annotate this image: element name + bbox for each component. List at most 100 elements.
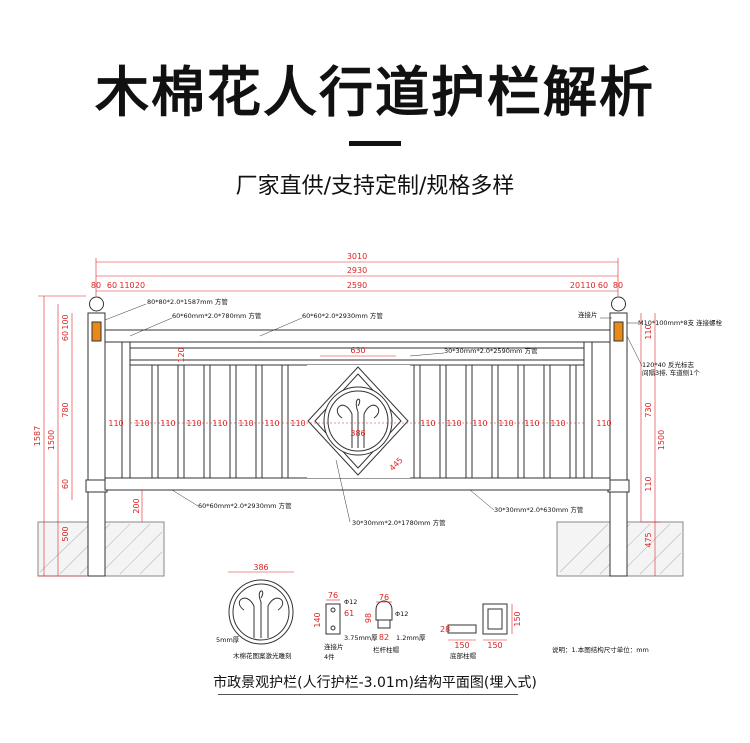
label-medallion-tube: 30*30mm*2.0*1780mm 方管 [352, 518, 446, 527]
baluster [203, 364, 211, 479]
label-reflector-note: 间隔3排, 车道侧1个 [642, 368, 700, 377]
bar-spacing-label: 110 [160, 419, 175, 428]
baluster [569, 364, 577, 479]
dimension-labels: 3010 2930 2590 80 60 110 20 80 60 110 20… [33, 252, 666, 548]
right-post [609, 312, 628, 577]
label-inner-rail: 30*30mm*2.0*2590mm 方管 [444, 346, 538, 355]
bar-spacing-label: 110 [134, 419, 149, 428]
right-post-cap [611, 296, 626, 312]
detail-conn-hole: Φ12 [344, 598, 357, 606]
baluster [229, 364, 237, 479]
dim-right-80: 80 [613, 281, 623, 290]
left-end-tube [121, 341, 131, 479]
baluster [465, 364, 473, 479]
flower-stems [351, 412, 365, 448]
detail-cap-thick: 1.2mm厚 [396, 634, 426, 642]
detail-base-side: 150 [513, 611, 522, 626]
label-connector: 连接片 [578, 310, 598, 319]
left-post [87, 312, 106, 577]
dim-left-60: 60 [61, 331, 70, 341]
bottom-rail [104, 477, 611, 491]
detail-base-width2: 150 [487, 641, 502, 650]
bar-spacing-label: 110 [420, 419, 435, 428]
dim-left-60b: 60 [61, 479, 70, 489]
dim-right-1500: 1500 [657, 430, 666, 450]
dim-3010: 3010 [347, 252, 367, 261]
detail-conn-count: 4件 [324, 652, 335, 661]
dim-630: 630 [350, 346, 365, 355]
detail-conn-inner: 61 [344, 609, 354, 618]
dim-left-200: 200 [132, 498, 141, 513]
bar-spacing-label: 110 [498, 419, 513, 428]
detail-base-cap-side [447, 624, 477, 634]
dim-2930: 2930 [347, 266, 367, 275]
detail-conn-thick: 3.75mm厚 [344, 634, 378, 642]
bar-spacing-label: 110 [238, 419, 253, 428]
baluster [413, 364, 421, 479]
detail-connector [325, 603, 341, 635]
detail-cap-height: 98 [364, 613, 373, 623]
detail-flower-thickness: 5mm厚 [216, 636, 240, 644]
bar-spacing-label: 110 [472, 419, 487, 428]
baluster [151, 364, 159, 479]
dim-right-475: 475 [644, 532, 653, 547]
baluster [281, 364, 289, 479]
page-title: 木棉花人行道护栏解析 [95, 61, 655, 124]
leader-lines [104, 303, 643, 523]
inner-rail [121, 359, 593, 366]
dim-right-730: 730 [644, 402, 653, 417]
left-reflector [91, 321, 102, 342]
page-subtitle: 厂家直供/支持定制/规格多样 [235, 174, 515, 199]
flower-petals [336, 398, 380, 419]
dim-386: 386 [350, 429, 365, 438]
dim-left-80: 80 [91, 281, 101, 290]
bar-spacing-label: 110 [524, 419, 539, 428]
bar-spacing-label: 110 [264, 419, 279, 428]
right-end-tube [583, 341, 593, 479]
caption-underline [218, 694, 518, 695]
label-top-rail-left: 60*60mm*2.0*780mm 方管 [172, 311, 262, 320]
baluster [517, 364, 525, 479]
dim-2590: 2590 [347, 281, 367, 290]
drawing-caption: 市政景观护栏(人行护栏-3.01m)结构平面图(埋入式) [213, 675, 537, 691]
dim-left-500: 500 [61, 526, 70, 541]
detail-conn-height: 140 [313, 612, 322, 627]
dim-left-100: 100 [61, 314, 70, 329]
dim-right-110b: 110 [644, 476, 653, 491]
detail-base-width1: 150 [454, 641, 469, 650]
dim-right-110: 110 [580, 281, 595, 290]
label-post-spec: 80*80*2.0*1587mm 方管 [147, 297, 228, 306]
bar-spacing-label: 110 [186, 419, 201, 428]
bar-spacing-label: 110 [212, 419, 227, 428]
left-post-base [85, 479, 108, 493]
medallion [307, 365, 410, 478]
detail-cap-base: 82 [379, 633, 389, 642]
detail-drawings [228, 571, 513, 645]
detail-conn-width: 76 [328, 591, 338, 600]
detail-base-name: 底部柱帽 [450, 651, 477, 660]
medallion-ring-inner [327, 390, 389, 452]
dim-right-110: 110 [644, 324, 653, 339]
detail-base-height: 28 [440, 625, 450, 634]
detail-labels: 386 5mm厚 木棉花图案激光雕刻 76 140 Φ12 61 3.75mm厚… [216, 563, 649, 661]
detail-cap-hole: Φ12 [395, 610, 408, 618]
baluster [177, 364, 185, 479]
detail-cap-width: 76 [379, 593, 389, 602]
left-post-cap [89, 296, 104, 312]
spec-labels: 80*80*2.0*1587mm 方管 60*60mm*2.0*780mm 方管… [147, 297, 723, 527]
dimension-lines [38, 258, 660, 577]
baluster [255, 364, 263, 479]
dim-left-1587: 1587 [33, 426, 42, 446]
bar-spacing-label: 110 [290, 419, 305, 428]
bar-spacing-label: 110 [108, 419, 123, 428]
baluster [439, 364, 447, 479]
label-top-rail: 60*60*2.0*2930mm 方管 [302, 311, 383, 320]
right-post-base [607, 479, 630, 493]
baluster-group [151, 364, 577, 479]
detail-flower-ring-inner [232, 583, 290, 641]
dim-left-20: 20 [135, 281, 145, 290]
bar-spacing-label: 110 [596, 419, 611, 428]
dim-left-780: 780 [61, 402, 70, 417]
dim-left-60: 60 [107, 281, 117, 290]
